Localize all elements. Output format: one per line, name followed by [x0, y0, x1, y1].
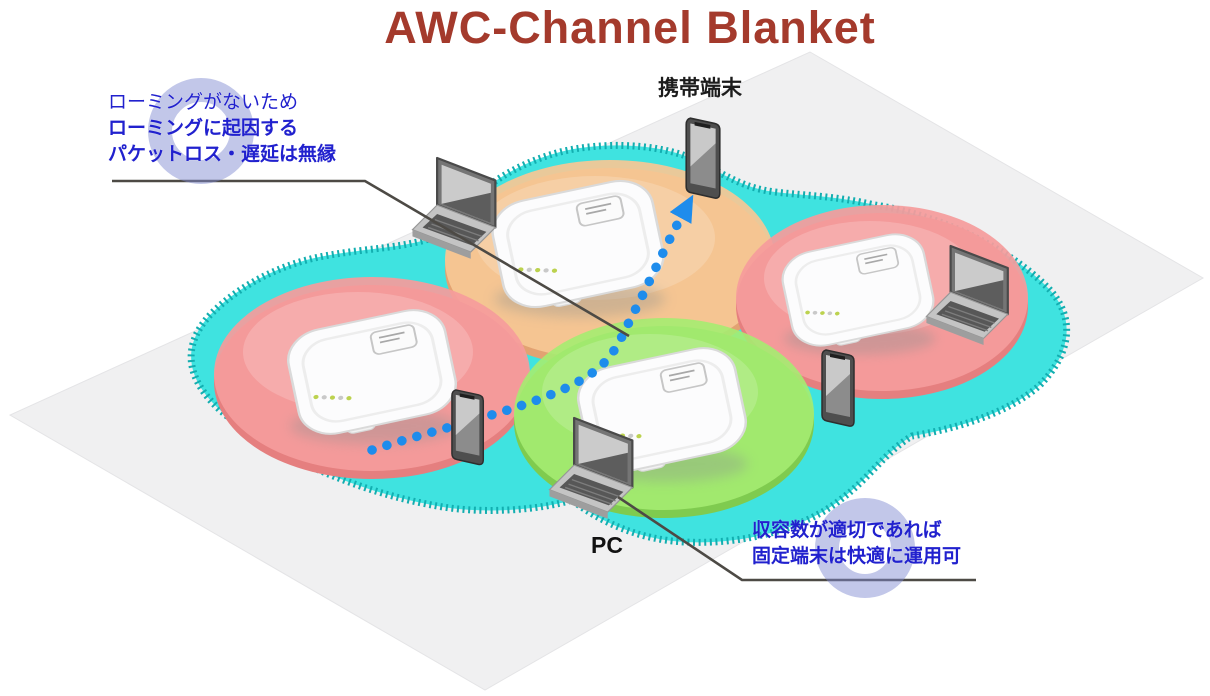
mobile-device-label: 携帯端末 [658, 77, 742, 100]
phone-right-icon [821, 349, 855, 427]
capacity-annotation: 収容数が適切であれば 固定端末は快適に運用可 [752, 518, 961, 570]
roaming-annotation: ローミングがないため ローミングに起因する パケットロス・遅延は無縁 [108, 90, 336, 168]
roaming-annotation-line1: ローミングがないため [108, 92, 299, 113]
page-title: AWC-Channel Blanket [384, 2, 876, 53]
capacity-annotation-line1: 収容数が適切であれば [752, 520, 942, 541]
phone-mobile-icon [685, 117, 721, 199]
roaming-annotation-line2: ローミングに起因する [108, 118, 299, 139]
capacity-annotation-line2: 固定端末は快適に運用可 [752, 546, 962, 567]
roaming-annotation-line3: パケットロス・遅延は無縁 [108, 144, 337, 165]
phone-center-icon [451, 389, 485, 466]
pc-label: PC [591, 532, 623, 558]
